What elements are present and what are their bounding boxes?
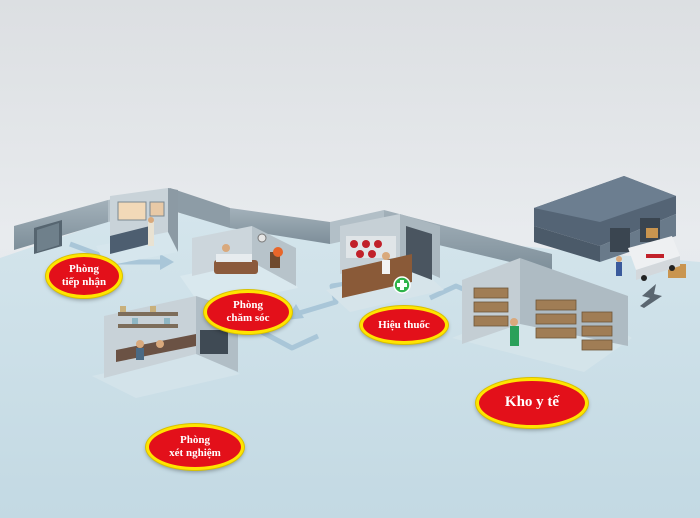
reception-room — [96, 188, 178, 266]
label-lab-line1: Phòng — [180, 434, 210, 447]
label-reception-line2: tiếp nhận — [61, 276, 107, 288]
label-care-line1: Phòng — [233, 299, 263, 312]
label-lab-line2: xét nghiệm — [169, 447, 221, 459]
delivery-truck-icon — [616, 236, 680, 281]
label-pharmacy-line1: Hiệu thuốc — [378, 318, 430, 331]
storage-room — [452, 258, 632, 372]
flow-arrow-icon — [640, 284, 662, 308]
label-reception-line1: Phòng — [69, 263, 99, 276]
label-storage-line1: Kho y tế — [504, 394, 560, 411]
pharmacy-cross-icon — [393, 276, 411, 294]
label-reception-room: Phòng tiếp nhận — [46, 254, 122, 298]
care-room — [180, 226, 298, 308]
label-pharmacy: Hiệu thuốc — [360, 306, 448, 344]
pharmacy-room — [326, 214, 444, 312]
warehouse — [534, 176, 686, 278]
label-storage: Kho y tế — [476, 378, 588, 428]
label-care-line2: chăm sóc — [226, 312, 270, 324]
lab-room — [92, 296, 240, 398]
outer-wall — [14, 188, 552, 272]
label-care-room: Phòng chăm sóc — [204, 290, 292, 334]
label-lab-room: Phòng xét nghiệm — [146, 424, 244, 470]
